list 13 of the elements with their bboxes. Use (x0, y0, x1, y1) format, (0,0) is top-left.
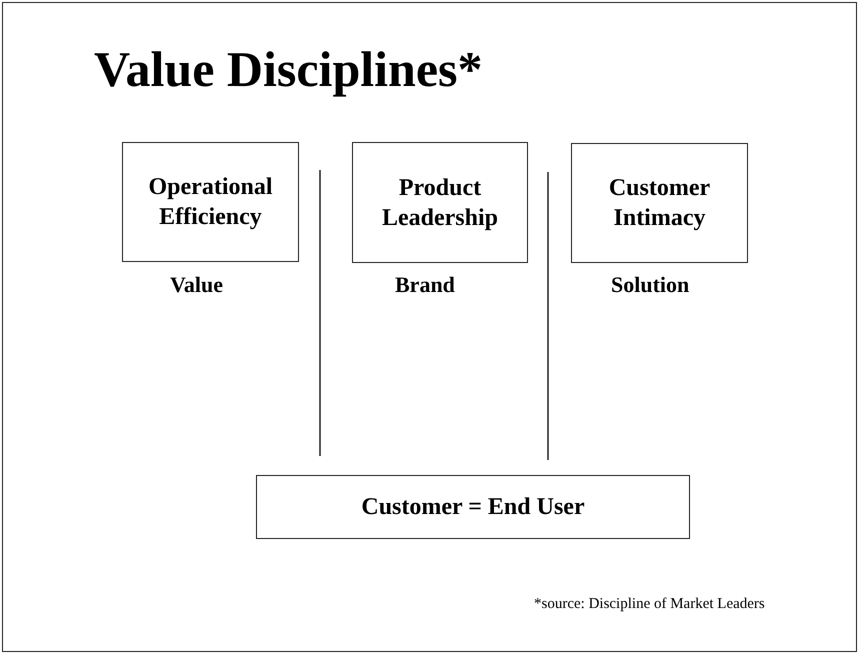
value-label: Value (170, 272, 223, 298)
discipline-box (571, 143, 748, 263)
box-label: Product Leadership (380, 174, 499, 232)
customer-box (256, 475, 690, 539)
value-label: Brand (395, 272, 455, 298)
discipline-box (122, 142, 299, 262)
slide-title: Value Disciplines* (94, 40, 483, 98)
box-label: Customer Intimacy (608, 174, 712, 233)
box-label: Operational Efficiency (148, 173, 274, 232)
value-label: Solution (611, 272, 690, 298)
source-note: *source: Discipline of Market Leaders (534, 596, 765, 613)
box-label: Customer = End User (361, 493, 585, 522)
discipline-box (352, 142, 528, 263)
